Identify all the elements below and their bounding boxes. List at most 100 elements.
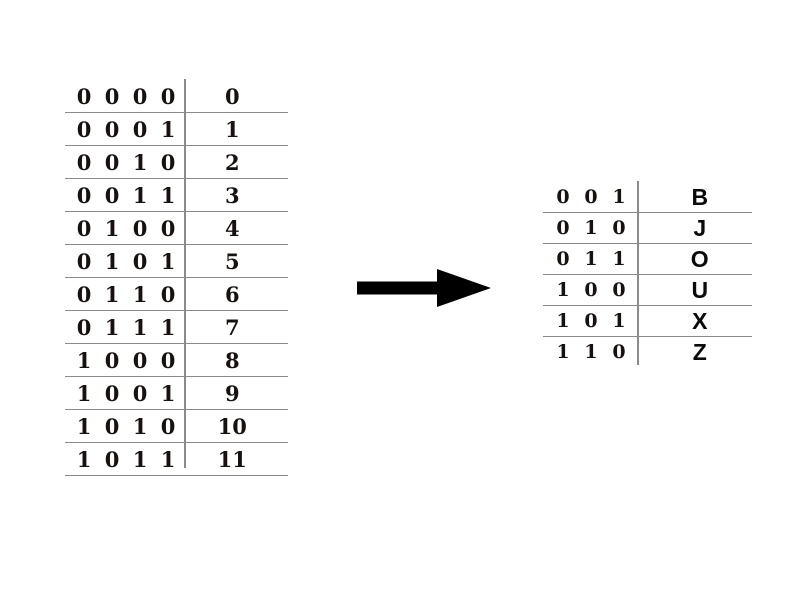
- binary-digit: 0: [612, 217, 626, 239]
- binary-digit: 1: [104, 314, 120, 340]
- binary-digit: 0: [132, 215, 148, 241]
- mapped-value-cell: 3: [176, 178, 288, 212]
- mapped-value-cell: Z: [692, 338, 707, 365]
- binary-digit: 1: [612, 248, 626, 270]
- binary-digit: 1: [160, 182, 176, 208]
- binary-digit: 1: [160, 446, 176, 472]
- binary-digit: 1: [104, 281, 120, 307]
- binary-digit: 1: [556, 310, 570, 332]
- mapped-value-cell: U: [647, 274, 752, 306]
- binary-digit: 0: [584, 186, 598, 208]
- binary-digit: 0: [76, 83, 92, 109]
- mapped-value-cell: 6: [176, 277, 288, 311]
- binary-digit: 1: [612, 186, 626, 208]
- arrow-right-icon: [357, 269, 491, 307]
- mapped-value-cell: B: [647, 182, 752, 213]
- binary-digit: 0: [76, 215, 92, 241]
- binary-digit: 0: [104, 446, 120, 472]
- binary-digit: 0: [76, 182, 92, 208]
- binary-digit: 1: [132, 314, 148, 340]
- binary-digit: 1: [556, 341, 570, 363]
- binary-digit: 1: [584, 341, 598, 363]
- mapped-value-cell: 1: [176, 112, 288, 146]
- binary-digit: 0: [160, 281, 176, 307]
- binary-digit: 1: [584, 217, 598, 239]
- binary-digit: 0: [556, 217, 570, 239]
- mapped-value-cell: X: [647, 305, 752, 337]
- binary-digit: 0: [104, 413, 120, 439]
- binary-digit: 1: [556, 279, 570, 301]
- binary-digit: 0: [132, 248, 148, 274]
- binary-digit: 1: [132, 182, 148, 208]
- binary-digit: 1: [76, 446, 92, 472]
- binary-digit: 0: [76, 248, 92, 274]
- binary-digit: 1: [76, 347, 92, 373]
- mapped-value-cell: J: [647, 212, 752, 244]
- right-table-column-divider: [637, 181, 639, 365]
- binary-digit: 0: [76, 281, 92, 307]
- binary-digit: 1: [160, 116, 176, 142]
- binary-digit: 1: [104, 215, 120, 241]
- binary-digit: 1: [584, 248, 598, 270]
- binary-digit: 0: [160, 215, 176, 241]
- binary-digit: 1: [132, 281, 148, 307]
- binary-digit: 1: [76, 413, 92, 439]
- mapped-value-cell: 4: [176, 211, 288, 245]
- binary-digit: 0: [132, 83, 148, 109]
- binary-digit: 0: [104, 380, 120, 406]
- binary-digit: 0: [104, 83, 120, 109]
- binary-digit: 0: [612, 279, 626, 301]
- binary-digit: 0: [104, 347, 120, 373]
- maps-to-arrow: [357, 268, 493, 308]
- binary-digit: 0: [556, 186, 570, 208]
- mapped-value-cell: 0: [176, 80, 288, 113]
- binary-digit: 0: [584, 279, 598, 301]
- binary-digit: 0: [160, 149, 176, 175]
- binary-digit: 0: [104, 116, 120, 142]
- binary-digit: 0: [104, 182, 120, 208]
- binary-digit: 0: [160, 347, 176, 373]
- binary-digit: 0: [76, 116, 92, 142]
- binary-digit: 0: [160, 413, 176, 439]
- binary-digit: 1: [612, 310, 626, 332]
- mapped-value-cell: 8: [176, 343, 288, 377]
- binary-digit: 0: [556, 248, 570, 270]
- mapped-value-cell: 10: [176, 409, 288, 443]
- left-table-column-divider: [184, 79, 186, 468]
- binary-digit: 0: [132, 380, 148, 406]
- binary-digit: 1: [160, 314, 176, 340]
